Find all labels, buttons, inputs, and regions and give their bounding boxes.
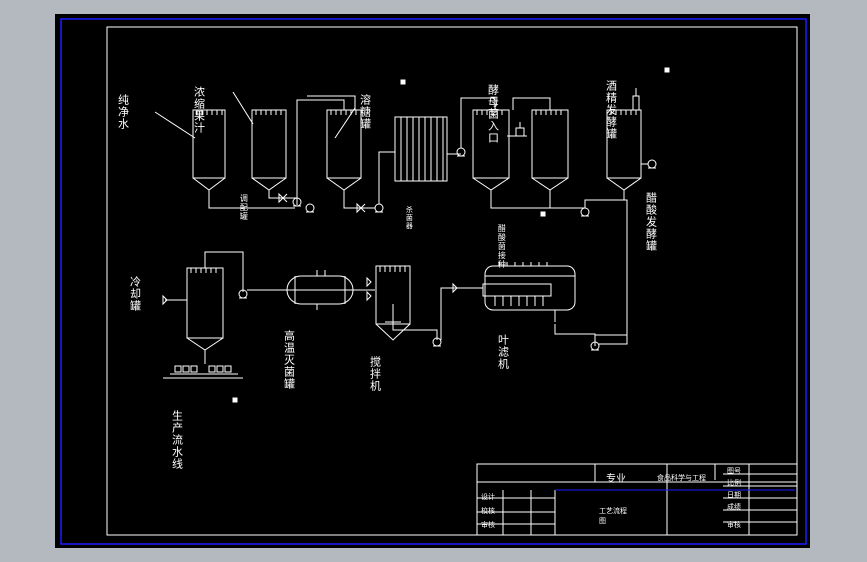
label-vinegar-tank: 醋酸发酵罐: [644, 192, 658, 252]
outer-frame: [60, 18, 807, 545]
tb-grade: 成绩: [727, 503, 741, 511]
tb-designer: 设计: [481, 493, 495, 501]
label-production-line: 生产流水线: [170, 410, 184, 470]
tb-drawing-no: 图号: [727, 467, 741, 475]
drawing-sheet: 纯净水 浓缩果汁 调配罐 溶糖罐 杀菌器 酵母菌入口 酒精发酵罐 醋酸发酵罐 醋…: [55, 14, 810, 548]
tb-drawing-title: 工艺流程图: [599, 507, 627, 525]
horizontal-sterilizer: [247, 270, 375, 310]
pumps-row1: [278, 192, 384, 214]
label-alcohol-tank: 酒精发酵罐: [604, 80, 618, 140]
juice-tank: [192, 109, 295, 209]
mixing-tank: [251, 109, 297, 199]
title-block: [476, 463, 798, 536]
label-mixing-tank: 调配罐: [239, 194, 249, 221]
tb-checker: 校核: [481, 507, 495, 515]
label-cooling-tank: 冷却罐: [128, 276, 142, 312]
cooling-tank: [162, 251, 248, 379]
ferment-tank-2: [507, 97, 569, 208]
sugar-tank: [296, 95, 375, 209]
tb-major-label: 专业: [606, 474, 626, 485]
ferment-tank-1: [472, 109, 585, 209]
label-hp-sterilizer: 高温灭菌罐: [282, 330, 296, 390]
tb-major-value: 食品科学与工程: [657, 474, 706, 482]
label-sterilizer: 杀菌器: [405, 206, 414, 230]
drawing-border: [106, 26, 798, 536]
tb-approve: 审核: [727, 521, 741, 529]
tb-reviewer: 审核: [481, 521, 495, 529]
label-concentrated-juice: 浓缩果汁: [192, 86, 206, 134]
label-pure-water: 纯净水: [116, 94, 130, 130]
label-stirrer: 搅拌机: [368, 356, 382, 392]
tb-date: 日期: [727, 491, 741, 499]
stirrer-tank: [366, 265, 483, 347]
plate-sterilizer: [378, 97, 496, 204]
label-filter: 叶滤机: [496, 334, 510, 370]
label-yeast-inlet: 酵母菌入口: [486, 84, 500, 144]
process-flow-diagram: [60, 18, 807, 545]
label-sugar-dissolve: 溶糖罐: [358, 94, 372, 130]
tb-scale: 比例: [727, 479, 741, 487]
leaf-filter: [482, 200, 628, 351]
label-acetic-inlet: 醋酸菌接种: [497, 224, 507, 269]
